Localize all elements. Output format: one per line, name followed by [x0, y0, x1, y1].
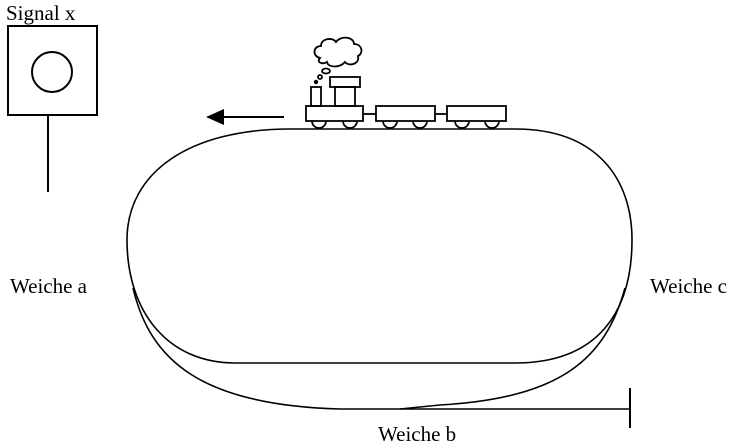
train-icon: [305, 36, 507, 129]
oval-track: [126, 128, 633, 364]
locomotive-body: [305, 105, 364, 122]
signal-x: [7, 25, 98, 192]
locomotive-chimney: [310, 86, 322, 107]
signal-lamp: [31, 51, 73, 93]
signal-label: Signal x: [6, 1, 76, 25]
siding-track-c: [399, 287, 626, 410]
locomotive-cab-roof: [329, 76, 361, 88]
siding-track-a: [132, 287, 630, 410]
smoke-cloud: [313, 36, 363, 68]
locomotive-cab: [334, 86, 356, 107]
switch-b-label: Weiche b: [378, 422, 457, 446]
wagon-2: [446, 105, 507, 122]
direction-arrow-icon: [206, 109, 284, 125]
signal-box: [7, 25, 98, 116]
wagon-1: [375, 105, 436, 122]
switch-a-label: Weiche a: [10, 274, 88, 298]
switch-c-label: Weiche c: [650, 274, 728, 298]
